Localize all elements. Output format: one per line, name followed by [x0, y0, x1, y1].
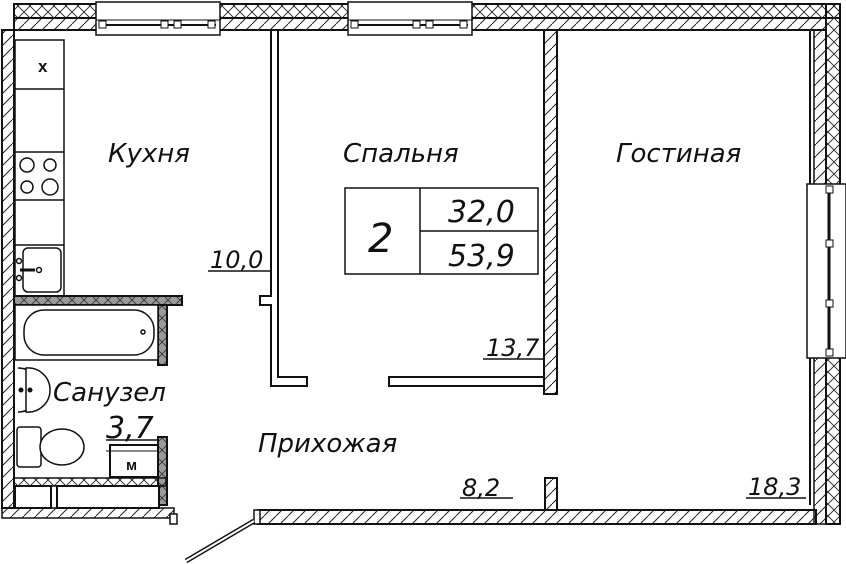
stove-icon	[19, 157, 59, 196]
room-name-kitchen: Кухня	[108, 139, 190, 169]
window-living	[806, 183, 846, 359]
bathtub-icon	[14, 304, 159, 361]
room-area-kitchen: 10,0	[210, 246, 263, 274]
total-area: 53,9	[448, 239, 515, 274]
room-area-living: 18,3	[748, 473, 801, 501]
room-area-bathroom: 3,7	[106, 411, 154, 446]
room-name-bedroom: Спальня	[343, 139, 459, 169]
room-name-living: Гостиная	[616, 139, 741, 169]
room-area-bedroom: 13,7	[486, 334, 540, 362]
rooms-count: 2	[368, 216, 393, 262]
window-bedroom	[347, 1, 473, 36]
washbasin-icon	[17, 367, 51, 413]
living-area: 32,0	[448, 195, 515, 230]
area-leaders	[106, 270, 806, 499]
toilet-icon	[16, 426, 85, 468]
entrance-door	[184, 509, 261, 564]
sink-mark: x	[38, 57, 48, 76]
kitchen-sink-icon	[15, 247, 62, 293]
washing-machine-icon	[106, 444, 159, 478]
window-kitchen	[95, 1, 221, 36]
room-name-hallway: Прихожая	[258, 429, 397, 459]
washing-machine-mark: м	[126, 457, 137, 474]
room-area-hallway: 8,2	[462, 474, 500, 502]
bath-cabinets	[14, 485, 160, 509]
apartment-summary-box	[344, 187, 539, 275]
room-name-bathroom: Санузел	[53, 378, 166, 408]
interior-walls	[259, 29, 558, 511]
